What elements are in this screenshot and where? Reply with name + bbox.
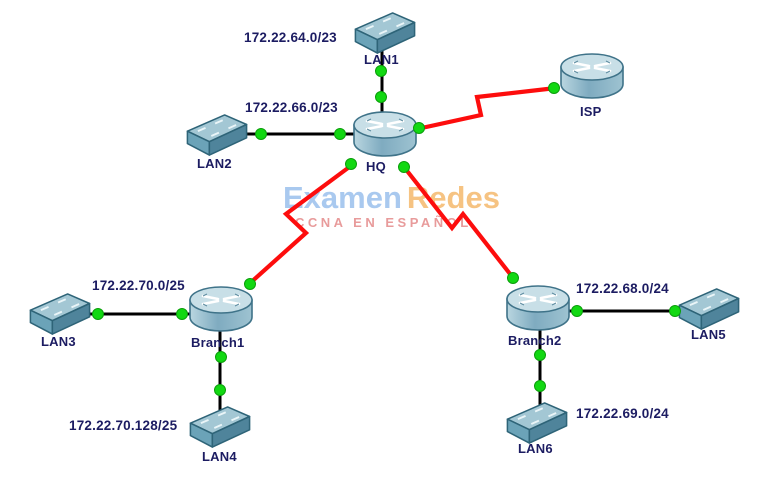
switch-lan1-icon[interactable] <box>354 12 416 54</box>
status-up-dot <box>215 351 227 363</box>
status-up-dot <box>413 122 425 134</box>
status-up-dot <box>345 158 357 170</box>
network-label-lan5: 172.22.68.0/24 <box>576 281 669 296</box>
device-label-branch2: Branch2 <box>508 333 562 348</box>
status-up-dot <box>571 305 583 317</box>
device-label-branch1: Branch1 <box>191 335 245 350</box>
network-label-lan4: 172.22.70.128/25 <box>69 418 178 433</box>
status-up-dot <box>534 349 546 361</box>
router-branch1-icon[interactable] <box>189 285 253 333</box>
links-group <box>75 42 685 415</box>
link-serial-hq-isp[interactable] <box>416 85 557 132</box>
status-up-dot <box>669 305 681 317</box>
router-hq-icon[interactable] <box>353 110 417 158</box>
device-label-lan6: LAN6 <box>518 441 553 456</box>
status-up-dot <box>244 278 256 290</box>
switch-lan3-icon[interactable] <box>29 293 91 335</box>
status-up-dot <box>548 82 560 94</box>
switch-lan5-icon[interactable] <box>678 288 740 330</box>
device-label-lan2: LAN2 <box>197 156 232 171</box>
status-up-dot <box>92 308 104 320</box>
status-up-dot <box>176 308 188 320</box>
link-serial-hq-branch2[interactable] <box>402 165 516 281</box>
watermark-text-examen: Examen <box>283 180 402 215</box>
network-label-lan3: 172.22.70.0/25 <box>92 278 185 293</box>
router-branch2-icon[interactable] <box>506 284 570 332</box>
status-up-dot <box>375 91 387 103</box>
device-label-lan1: LAN1 <box>364 52 399 67</box>
network-label-lan2: 172.22.66.0/23 <box>245 100 338 115</box>
link-serial-hq-branch1[interactable] <box>247 163 354 286</box>
device-label-hq: HQ <box>366 159 386 174</box>
status-up-dot <box>398 161 410 173</box>
status-up-dot <box>334 128 346 140</box>
status-up-dot <box>507 272 519 284</box>
watermark-subtitle: CCNA EN ESPAÑOL <box>295 215 472 230</box>
network-label-lan1: 172.22.64.0/23 <box>244 30 337 45</box>
status-up-dot <box>214 384 226 396</box>
status-up-dot <box>255 128 267 140</box>
device-label-lan4: LAN4 <box>202 449 237 464</box>
status-dots-group <box>92 65 681 396</box>
devices-group <box>29 12 740 448</box>
device-label-isp: ISP <box>580 104 602 119</box>
router-isp-icon[interactable] <box>560 52 624 100</box>
device-label-lan5: LAN5 <box>691 327 726 342</box>
network-label-lan6: 172.22.69.0/24 <box>576 406 669 421</box>
switch-lan4-icon[interactable] <box>189 406 251 448</box>
switch-lan6-icon[interactable] <box>506 402 568 444</box>
device-label-lan3: LAN3 <box>41 334 76 349</box>
status-up-dot <box>375 65 387 77</box>
switch-lan2-icon[interactable] <box>186 114 248 156</box>
status-up-dot <box>534 380 546 392</box>
